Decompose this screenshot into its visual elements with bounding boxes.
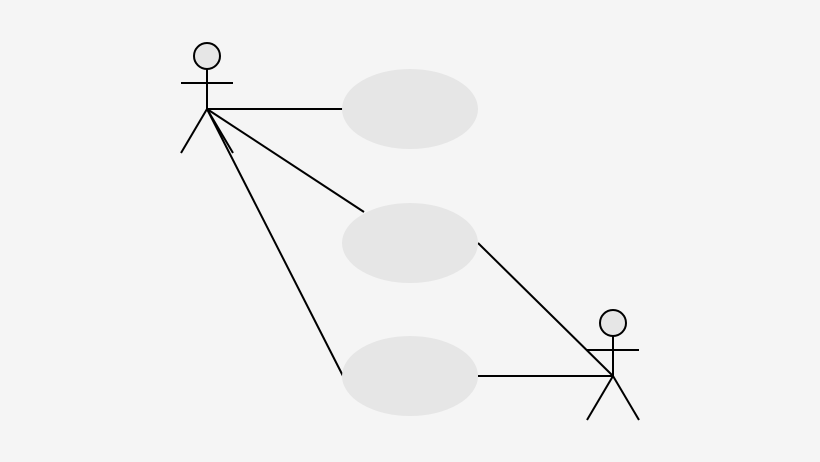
actor-1-left-leg (180, 108, 208, 154)
actor-2-right-leg (612, 375, 640, 421)
actor-2-head (599, 309, 627, 337)
association-actor-2-use-case-2 (477, 242, 614, 377)
actor-2-left-leg (586, 375, 614, 421)
associations (206, 108, 614, 377)
use-case-1[interactable] (342, 69, 478, 149)
actor-2[interactable] (586, 309, 640, 421)
actor-1[interactable] (180, 42, 234, 154)
use-case-2[interactable] (342, 203, 478, 283)
use-cases (342, 69, 478, 416)
association-actor-1-use-case-2 (206, 108, 365, 213)
actor-1-right-leg (206, 108, 234, 154)
actor-1-head (193, 42, 221, 70)
use-case-3[interactable] (342, 336, 478, 416)
association-actor-1-use-case-3 (206, 108, 344, 377)
